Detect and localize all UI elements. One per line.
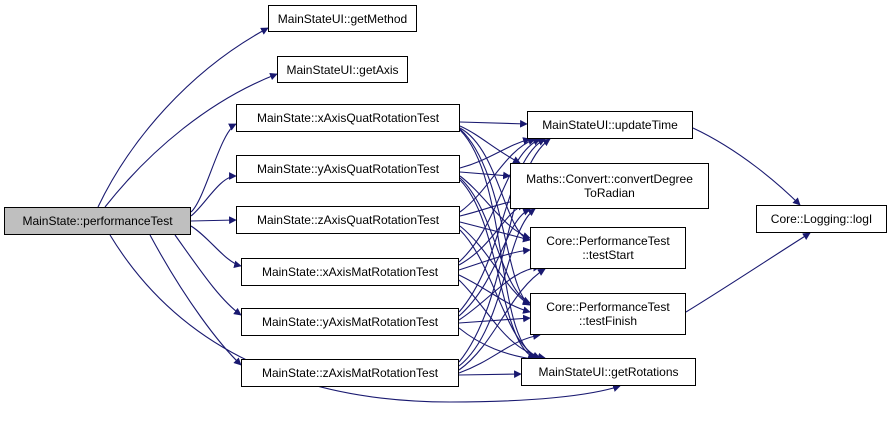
node-core-performance-test-start[interactable]: Core::PerformanceTest ::testStart: [530, 227, 686, 269]
call-edge: [459, 137, 536, 213]
call-edge: [459, 125, 521, 164]
node-core-performance-test-finish[interactable]: Core::PerformanceTest ::testFinish: [530, 293, 686, 335]
call-edge: [97, 27, 269, 208]
call-edge: [458, 274, 531, 314]
call-edge: [459, 171, 511, 180]
call-edge: [190, 123, 237, 213]
node-label: MainStateUI::updateTime: [542, 118, 678, 132]
node-label-continuation: ToRadian: [584, 186, 635, 200]
node-main-state-ui-get-method[interactable]: MainStateUI::getMethod: [268, 5, 417, 32]
node-label: Core::PerformanceTest: [546, 234, 670, 248]
call-edge: [109, 234, 621, 403]
call-edge: [459, 177, 531, 304]
node-label: Core::PerformanceTest: [546, 300, 670, 314]
node-label: Maths::Convert::convertDegree: [526, 172, 693, 186]
call-edge: [459, 229, 541, 360]
node-label: MainStateUI::getMethod: [277, 11, 408, 26]
node-label: MainStateUI::getAxis: [286, 62, 399, 77]
call-edge: [459, 179, 536, 360]
call-edge: [459, 128, 531, 306]
node-z-axis-mat-rotation-test[interactable]: MainState::zAxisMatRotationTest: [241, 359, 459, 387]
call-edge: [190, 216, 237, 225]
call-edge: [458, 314, 531, 324]
call-edge: [459, 137, 531, 169]
node-main-state-ui-get-axis[interactable]: MainStateUI::getAxis: [277, 56, 408, 83]
call-edge: [458, 208, 536, 367]
node-label: MainState::xAxisQuatRotationTest: [256, 111, 440, 125]
call-edge: [458, 138, 541, 263]
call-edge: [692, 127, 801, 206]
node-label: MainState::zAxisQuatRotationTest: [256, 213, 440, 227]
node-label: Core::Logging::logI: [770, 212, 873, 226]
node-label: MainStateUI::getRotations: [538, 365, 679, 379]
node-label-continuation: ::testStart: [582, 248, 634, 262]
node-y-axis-mat-rotation-test[interactable]: MainState::yAxisMatRotationTest: [241, 308, 459, 336]
node-label: MainState::yAxisQuatRotationTest: [256, 162, 440, 176]
call-edge: [458, 268, 546, 371]
node-label-continuation: ::testFinish: [578, 314, 638, 328]
node-label: MainState::performanceTest: [22, 214, 173, 228]
node-label: MainState::yAxisMatRotationTest: [261, 315, 439, 329]
node-core-logging-logi[interactable]: Core::Logging::logI: [756, 205, 887, 233]
node-label: MainState::xAxisMatRotationTest: [261, 265, 439, 279]
call-edge: [459, 221, 531, 243]
call-edge: [190, 225, 242, 269]
call-edge: [685, 232, 811, 313]
call-edge: [458, 138, 551, 363]
call-edge: [149, 234, 242, 366]
call-edge: [458, 370, 522, 378]
node-x-axis-mat-rotation-test[interactable]: MainState::xAxisMatRotationTest: [241, 258, 459, 286]
call-edge: [458, 332, 541, 374]
call-edge: [459, 225, 531, 306]
call-edge: [458, 208, 531, 317]
node-main-state-performance-test[interactable]: MainState::performanceTest: [4, 207, 191, 235]
node-y-axis-quat-rotation-test[interactable]: MainState::yAxisQuatRotationTest: [236, 155, 460, 183]
call-edge: [104, 72, 278, 208]
node-x-axis-quat-rotation-test[interactable]: MainState::xAxisQuatRotationTest: [236, 104, 460, 132]
call-edge: [458, 279, 546, 361]
node-z-axis-quat-rotation-test[interactable]: MainState::zAxisQuatRotationTest: [236, 206, 460, 234]
node-main-state-ui-update-time[interactable]: MainStateUI::updateTime: [527, 111, 693, 139]
call-edge: [174, 234, 242, 316]
node-main-state-ui-get-rotations[interactable]: MainStateUI::getRotations: [521, 358, 696, 386]
call-edge: [190, 172, 237, 217]
call-edge: [459, 119, 528, 128]
node-label: MainState::zAxisMatRotationTest: [261, 366, 439, 380]
call-edge: [458, 138, 546, 313]
node-maths-convert-degree-to-radian[interactable]: Maths::Convert::convertDegree ToRadian: [510, 163, 709, 209]
